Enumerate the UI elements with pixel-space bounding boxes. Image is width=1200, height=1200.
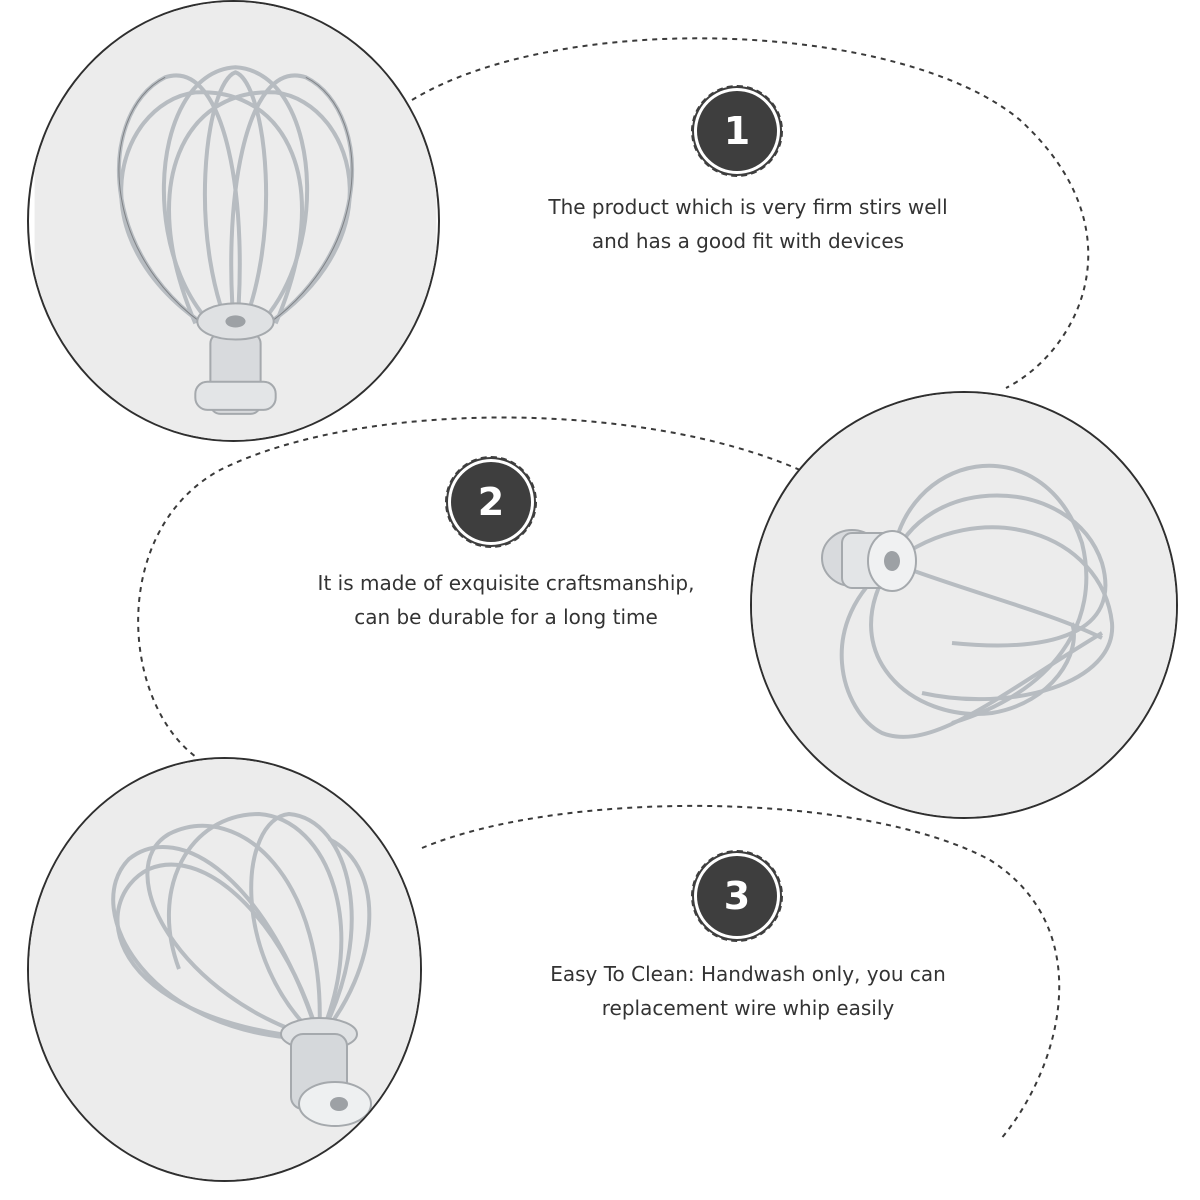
balloon-whisk-icon [752, 393, 1176, 817]
feature-description-3: Easy To Clean: Handwash only, you can re… [468, 957, 1028, 1025]
step-number-badge-2: 2 [445, 456, 537, 548]
feature-1-line-1: The product which is very firm stirs wel… [548, 195, 948, 219]
feature-3-line-2: replacement wire whip easily [601, 996, 895, 1020]
feature-3-line-1: Easy To Clean: Handwash only, you can [550, 962, 946, 986]
feature-description-1: The product which is very firm stirs wel… [468, 190, 1028, 258]
connector-arc-2 [137, 416, 801, 758]
feature-2-line-2: can be durable for a long time [354, 605, 658, 629]
feature-2-line-1: It is made of exquisite craftsmanship, [317, 571, 695, 595]
step-number-badge-1: 1 [691, 85, 783, 177]
balloon-whisk-icon [29, 759, 420, 1180]
connector-arc-1 [411, 37, 1090, 389]
product-photo-1 [27, 0, 440, 442]
product-photo-3 [27, 757, 422, 1182]
feature-description-2: It is made of exquisite craftsmanship, c… [226, 566, 786, 634]
balloon-whisk-icon [34, 2, 437, 440]
product-photo-2 [750, 391, 1178, 819]
step-number-badge-3: 3 [691, 850, 783, 942]
connector-arc-3 [421, 804, 1061, 1141]
feature-1-line-2: and has a good fit with devices [591, 229, 905, 253]
